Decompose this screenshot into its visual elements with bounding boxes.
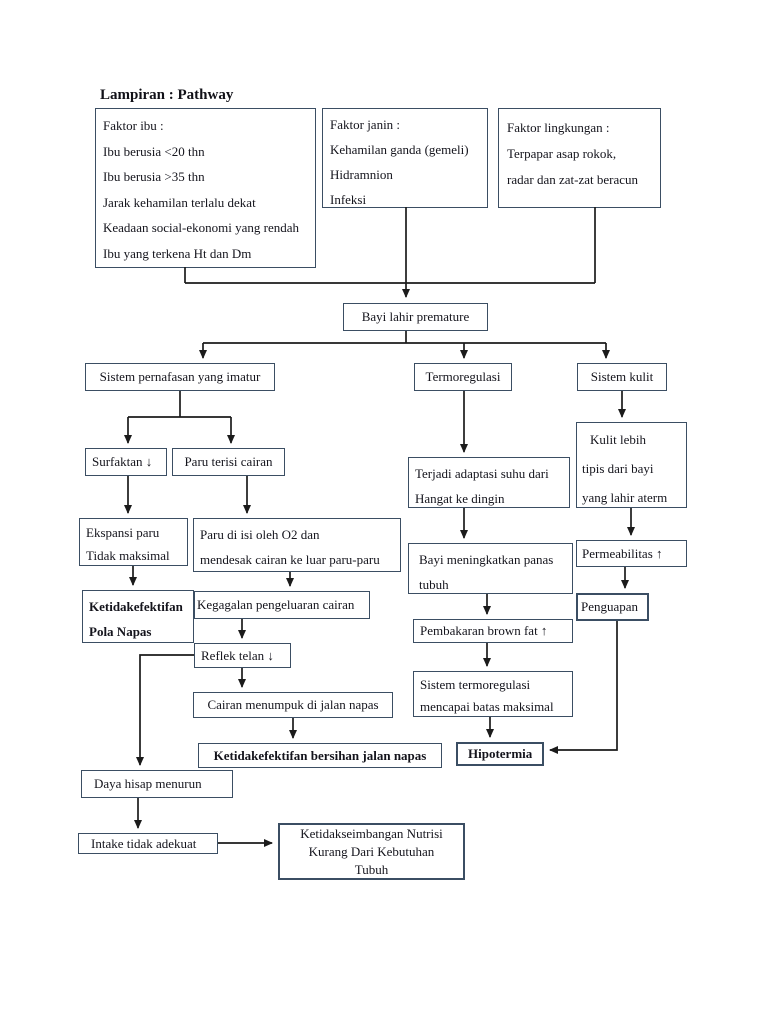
node-hipotermia: Hipotermia [456,742,544,766]
node-line: Ibu yang terkena Ht dan Dm [103,245,252,261]
node-line: Pola Napas [89,624,152,639]
page-title: Lampiran : Pathway [100,87,234,103]
node-line: Kulit lebih [590,432,646,447]
node-surfaktan: Surfaktan ↓ [85,448,167,476]
node-ketidakseimbangan-nutrisi: Ketidakseimbangan Nutrisi Kurang Dari Ke… [278,823,465,880]
node-line: Jarak kehamilan terlalu dekat [103,194,256,210]
node-sistem-pernafasan: Sistem pernafasan yang imatur [85,363,275,391]
node-line: Ketidakefektifan [89,599,183,614]
node-line: Bayi meningkatkan panas [419,552,554,567]
node-line: Keadaan social-ekonomi yang rendah [103,220,300,235]
node-intake-tidak-adekuat: Intake tidak adekuat [78,833,218,854]
node-ketidakefektifan-pola-napas: Ketidakefektifan Pola Napas [82,590,194,643]
connector-to-dayahisap [136,654,194,766]
node-line: Tidak maksimal [86,548,170,563]
node-paru-terisi-cairan: Paru terisi cairan [172,448,285,476]
node-cairan-menumpuk: Cairan menumpuk di jalan napas [193,692,393,718]
node-line: yang lahir aterm [582,490,668,505]
node-line: mendesak cairan ke luar paru-paru [200,552,380,567]
node-line: Ketidakseimbangan Nutrisi [300,825,443,841]
node-bayi-lahir-premature: Bayi lahir premature [343,303,488,331]
node-line: Ekspansi paru [86,525,160,540]
node-termoregulasi: Termoregulasi [414,363,512,391]
node-pembakaran-brown-fat: Pembakaran brown fat ↑ [413,619,573,643]
node-daya-hisap-menurun: Daya hisap menurun [81,770,233,798]
node-permeabilitas: Permeabilitas ↑ [576,540,687,567]
node-line: Paru di isi oleh O2 dan [200,527,320,542]
node-line: Ibu berusia >35 thn [103,169,205,184]
node-kulit-lebih-tipis: Kulit lebih tipis dari bayi yang lahir a… [576,422,687,508]
node-faktor-janin: Faktor janin : Kehamilan ganda (gemeli) … [322,108,488,208]
node-line: mencapai batas maksimal [420,699,554,714]
node-line: Terpapar asap rokok, [507,146,617,161]
node-paru-diisi-o2: Paru di isi oleh O2 dan mendesak cairan … [193,518,401,572]
node-line: radar dan zat-zat beracun [507,172,638,187]
node-line: Sistem termoregulasi [420,677,531,692]
node-line: Faktor janin : [330,117,401,132]
node-faktor-ibu: Faktor ibu : Ibu berusia <20 thn Ibu ber… [95,108,316,268]
node-bersihan-jalan-napas: Ketidakefektifan bersihan jalan napas [198,743,442,768]
node-kegagalan-pengeluaran: Kegagalan pengeluaran cairan [194,591,370,619]
node-line: tipis dari bayi [582,461,654,476]
node-line: Infeksi [330,192,367,207]
node-penguapan: Penguapan [576,593,649,621]
node-sistem-kulit: Sistem kulit [577,363,667,391]
node-line: Hangat ke dingin [415,491,505,506]
node-line: Hidramnion [330,167,393,182]
node-multiline: Ketidakseimbangan Nutrisi Kurang Dari Ke… [300,825,443,878]
node-bayi-meningkatkan-panas: Bayi meningkatkan panas tubuh [408,543,573,594]
node-line: Faktor lingkungan : [507,120,610,135]
node-line: Ibu berusia <20 thn [103,143,205,159]
node-sistem-termoregulasi-batas: Sistem termoregulasi mencapai batas maks… [413,671,573,717]
node-line: Kehamilan ganda (gemeli) [330,142,469,157]
node-terjadi-adaptasi: Terjadi adaptasi suhu dari Hangat ke din… [408,457,570,508]
node-reflek-telan: Reflek telan ↓ [194,643,291,668]
node-ekspansi-paru: Ekspansi paru Tidak maksimal [79,518,188,566]
node-faktor-lingkungan: Faktor lingkungan : Terpapar asap rokok,… [498,108,661,208]
node-line: Terjadi adaptasi suhu dari [415,466,549,481]
node-line: Kurang Dari Kebutuhan [308,843,435,859]
node-line: tubuh [419,577,449,592]
node-line: Faktor ibu : [103,118,164,133]
node-line: Tubuh [354,861,389,877]
